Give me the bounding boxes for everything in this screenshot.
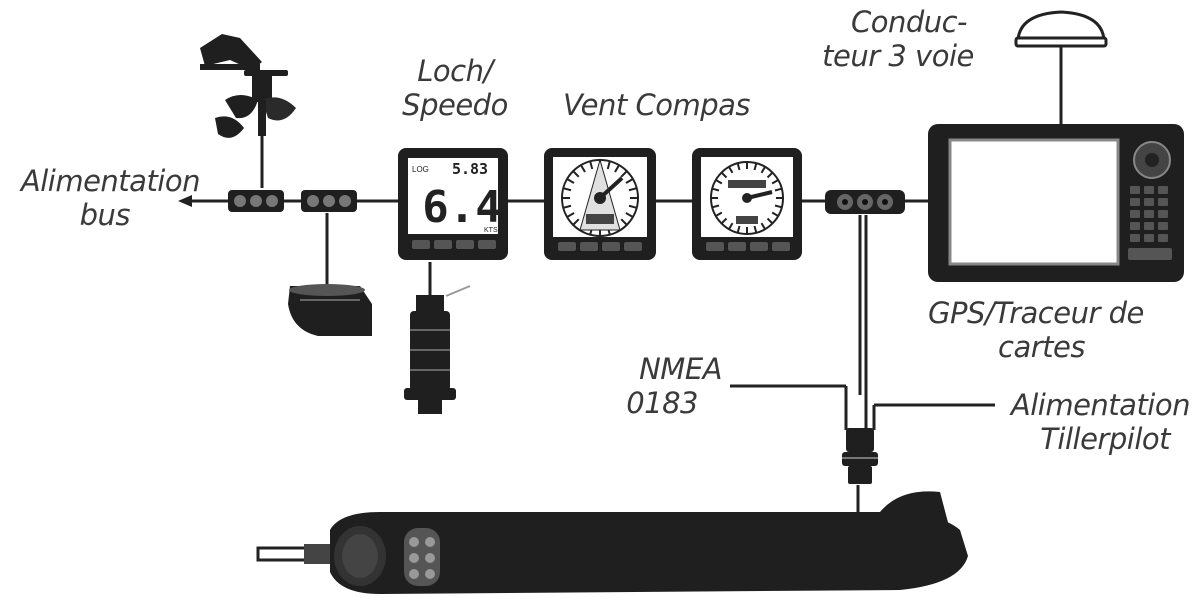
- power-bus-label: Alimentation bus: [20, 164, 201, 232]
- dial-tick: [715, 179, 723, 185]
- dial-tick: [774, 187, 783, 192]
- dial-tick: [566, 178, 575, 184]
- dial-tick: [771, 211, 779, 217]
- dial-tick: [620, 170, 628, 178]
- dial-tick: [736, 225, 741, 234]
- speedo-instrument: LOG 5.83 6.4 KTS: [398, 148, 508, 260]
- dial-tick: [580, 164, 586, 173]
- dial-tick: [625, 178, 634, 184]
- speedo-top-left: LOG: [412, 165, 429, 174]
- t-connector-1: [228, 190, 284, 212]
- dial-tick: [614, 164, 620, 173]
- dial-tick: [736, 162, 741, 171]
- gps-key: [1144, 234, 1154, 242]
- gps-key: [1144, 186, 1154, 194]
- dial-tick: [625, 212, 634, 218]
- dial-tick: [720, 217, 728, 225]
- dial-tick: [728, 222, 734, 230]
- tillerpilot-icon: [256, 491, 968, 594]
- gps-key: [1158, 222, 1168, 230]
- gps-antenna-icon: [1014, 10, 1108, 48]
- speedo-main-value: 6.4: [422, 182, 501, 233]
- dial-tick: [589, 161, 594, 170]
- dial-tick: [572, 218, 580, 226]
- gps-chartplotter: [928, 124, 1184, 282]
- gps-key: [1144, 198, 1154, 206]
- wind-compass-label: Vent Compas: [563, 88, 750, 122]
- gps-key: [1130, 186, 1140, 194]
- gps-label: GPS/Traceur de cartes: [928, 296, 1144, 364]
- speed-transducer-icon: [404, 285, 471, 414]
- depth-transducer-icon: [288, 284, 372, 336]
- dial-tick: [566, 212, 575, 218]
- speedo-label: Loch/ Speedo: [402, 54, 508, 122]
- gps-key: [1130, 222, 1140, 230]
- dial-tick: [628, 204, 637, 209]
- dial-tick: [563, 204, 572, 209]
- dial-tick: [771, 179, 779, 185]
- dial-tick: [766, 217, 774, 225]
- dial-tick: [620, 218, 628, 226]
- dial-tick: [760, 222, 766, 230]
- dial-tick: [728, 166, 734, 174]
- gps-key: [1130, 234, 1140, 242]
- three-way-connector: [825, 190, 905, 214]
- tillerpilot-power-label: Alimentation Tillerpilot: [1010, 388, 1191, 456]
- dial-tick: [711, 204, 720, 209]
- compass-instrument: [692, 148, 802, 260]
- gps-key: [1144, 222, 1154, 230]
- dial-tick: [715, 211, 723, 217]
- gps-key: [1158, 198, 1168, 206]
- t-connector-2: [301, 190, 357, 212]
- gps-key: [1158, 186, 1168, 194]
- dial-tick: [711, 187, 720, 192]
- dial-tick: [572, 170, 580, 178]
- dial-tick: [563, 187, 572, 192]
- dial-tick: [606, 161, 611, 170]
- dial-tick: [760, 166, 766, 174]
- dial-tick: [628, 187, 637, 192]
- wind-instrument: [544, 148, 656, 260]
- gps-key: [1144, 210, 1154, 218]
- three-way-label: Conduc- teur 3 voie: [822, 5, 974, 73]
- speedo-top-value: 5.83: [452, 160, 488, 178]
- dial-tick: [774, 204, 783, 209]
- gps-key: [1158, 210, 1168, 218]
- gps-key: [1158, 234, 1168, 242]
- dial-tick: [720, 171, 728, 179]
- gps-key: [1130, 198, 1140, 206]
- nmea-label: NMEA 0183: [626, 352, 722, 420]
- tillerpilot-plug: [842, 428, 878, 484]
- dial-tick: [766, 171, 774, 179]
- dial-tick: [753, 225, 758, 234]
- dial-tick: [753, 162, 758, 171]
- bus-arrowhead: [178, 195, 192, 207]
- wind-vane-icon: [200, 34, 296, 138]
- speedo-unit: KTS: [484, 227, 498, 234]
- gps-key: [1130, 210, 1140, 218]
